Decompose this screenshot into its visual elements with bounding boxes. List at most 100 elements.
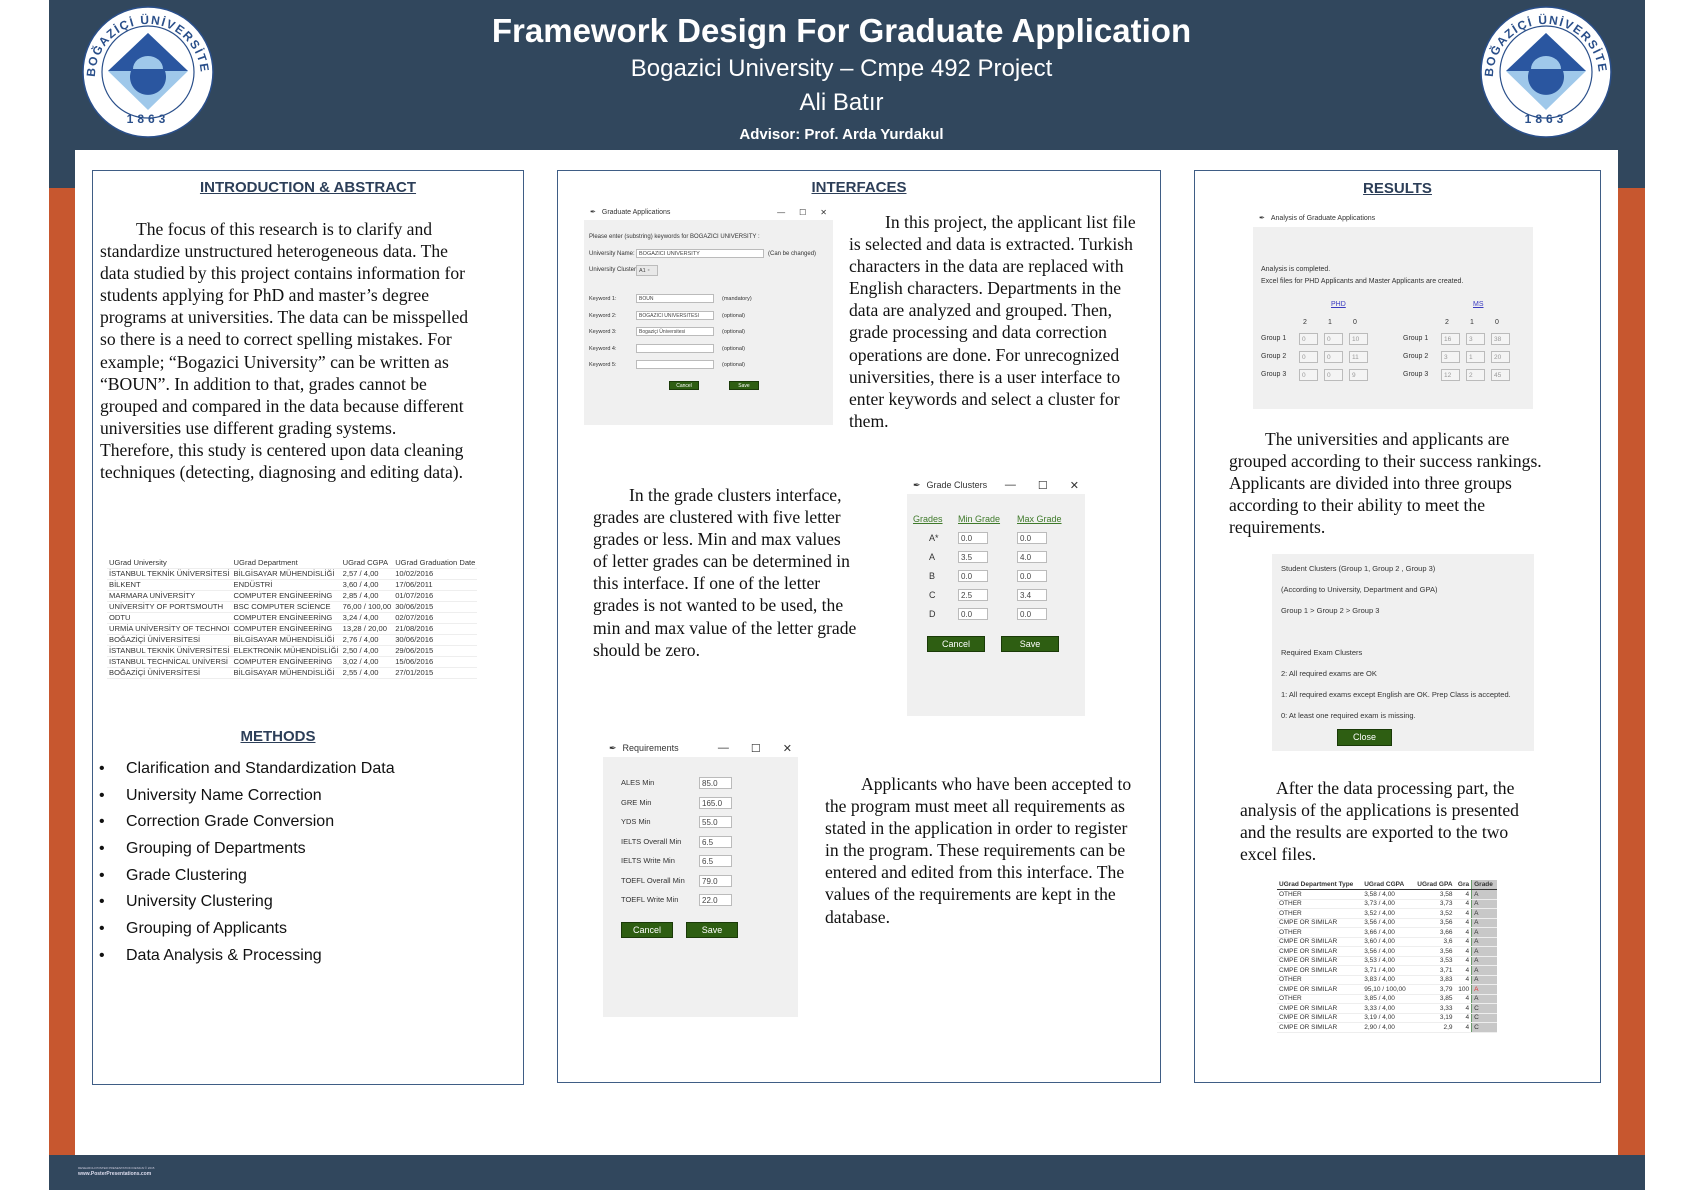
save-button[interactable]: Save [686,922,738,938]
bullet-icon: • [99,840,105,858]
close-icon[interactable]: ✕ [782,742,792,755]
table-cell: A [1471,956,1497,966]
keyword-input[interactable]: BOGAZICI UNIVERSITESI [636,310,714,320]
requirement-label: IELTS Overall Min [621,836,682,846]
min-grade-input[interactable]: 0.0 [958,608,988,620]
maximize-icon[interactable]: ☐ [750,742,761,755]
requirement-input[interactable]: 79.0 [699,874,732,887]
max-grade-input[interactable]: 3.4 [1017,589,1047,601]
group-count-field: 0 [1299,369,1318,381]
requirement-label: TOEFL Overall Min [621,875,685,885]
requirement-input[interactable]: 165.0 [699,796,732,809]
min-grade-input[interactable]: 3.5 [958,551,988,563]
max-grade-input[interactable]: 0.0 [1017,532,1047,544]
university-cluster-select[interactable]: A1 ⁃ [636,265,658,276]
table-cell: 3,73 / 4,00 [1362,899,1412,909]
group-count-field: 38 [1491,333,1510,345]
group-count-field: 12 [1441,369,1460,381]
table-cell: 30/06/2016 [393,634,478,646]
table-cell: CMPE OR SIMILAR [1277,984,1363,995]
column-header: UGrad Department [231,557,341,569]
requirement-input[interactable]: 55.0 [699,816,732,828]
interfaces-heading: INTERFACES [811,179,907,196]
table-cell: 4 [1454,937,1472,947]
save-button[interactable]: Save [1001,636,1059,652]
table-cell: 95,10 / 100,00 [1362,984,1412,995]
save-button[interactable]: Save [729,381,759,390]
bullet-icon: • [99,893,105,911]
requirement-input[interactable]: 85.0 [699,777,732,789]
method-item: •Clarification and Standardization Data [99,760,395,787]
analysis-status: Analysis is completed. [1261,266,1331,273]
requirement-input[interactable]: 6.5 [699,835,732,848]
clusters-info-box: Student Clusters (Group 1, Group 2 , Gro… [1272,554,1534,751]
minimize-icon[interactable]: — [1004,478,1016,491]
requirement-input[interactable]: 22.0 [699,894,732,906]
requirement-label: ALES Min [621,778,655,787]
group-count-field: 0 [1324,351,1343,363]
requirement-label: TOEFL Write Min [621,895,679,904]
minimize-icon[interactable]: — [777,207,786,217]
table-cell: CMPE OR SIMILAR [1277,956,1363,966]
maximize-icon[interactable]: ☐ [1037,479,1048,492]
intro-text: The focus of this research is to clarify… [100,219,469,483]
grade-letter: C [929,590,936,600]
cancel-button[interactable]: Cancel [669,381,699,390]
results-paragraph-1: The universities and applicants are grou… [1229,429,1542,538]
max-grade-input[interactable]: 0.0 [1017,570,1047,582]
cancel-button[interactable]: Cancel [927,636,985,652]
keyword-input[interactable]: BOUN [636,294,714,303]
method-item: •University Clustering [99,893,395,920]
max-grade-input[interactable]: 0.0 [1017,608,1047,620]
requirement-label: IELTS Write Min [621,856,675,865]
table-cell: A [1471,908,1497,919]
group-count-field: 45 [1491,369,1510,381]
column-header: UGrad GPA [1411,880,1455,890]
cluster-info-line: Required Exam Clusters [1281,648,1363,657]
university-name-input[interactable]: BOGAZICI UNIVERSITY [636,249,764,258]
table-cell: A [1471,984,1497,995]
table-cell: CMPE OR SIMILAR [1277,946,1363,957]
table-cell: 4 [1454,994,1472,1004]
close-icon[interactable]: ✕ [820,207,827,217]
grades-column-header: Grades [913,514,943,524]
min-grade-input[interactable]: 0.0 [958,570,988,582]
right-accent-strip [1618,188,1645,1155]
intro-column: INTRODUCTION & ABSTRACT The focus of thi… [92,170,524,1085]
table-cell: OTHER [1277,889,1363,900]
requirement-input[interactable]: 6.5 [699,855,732,867]
keyword-input[interactable] [636,360,714,369]
poster-subtitle: Bogazici University – Cmpe 492 Project [630,55,1053,82]
table-cell: 02/07/2016 [393,612,478,624]
table-cell: URMİA UNİVERSİTY OF TECHNOI [107,623,232,635]
method-label: Data Analysis & Processing [126,946,322,964]
keyword-input[interactable]: Bogaziçi Üniversitesi [636,327,714,336]
minimize-icon[interactable]: — [717,741,729,754]
keyword-note: (mandatory) [722,296,752,302]
min-grade-input[interactable]: 0.0 [958,532,988,544]
table-cell: 3,85 [1411,994,1455,1004]
table-cell: 13,28 / 20,00 [340,623,394,635]
maximize-icon[interactable]: ☐ [799,207,807,217]
results-heading: RESULTS [1363,180,1432,197]
close-icon[interactable]: ✕ [1069,479,1079,492]
min-grade-input[interactable]: 2.5 [958,589,988,601]
max-grade-input[interactable]: 4.0 [1017,551,1047,563]
keyword-input[interactable] [636,343,714,353]
close-button[interactable]: Close [1337,729,1392,746]
table-cell: 4 [1454,889,1472,900]
cancel-button[interactable]: Cancel [621,922,673,938]
table-cell: CMPE OR SIMILAR [1277,918,1363,928]
table-cell: 76,00 / 100,00 [340,601,394,613]
table-cell: BİLGİSAYAR MÜHENDİSLİĞİ [231,634,341,646]
table-cell: ODTU [107,612,232,624]
